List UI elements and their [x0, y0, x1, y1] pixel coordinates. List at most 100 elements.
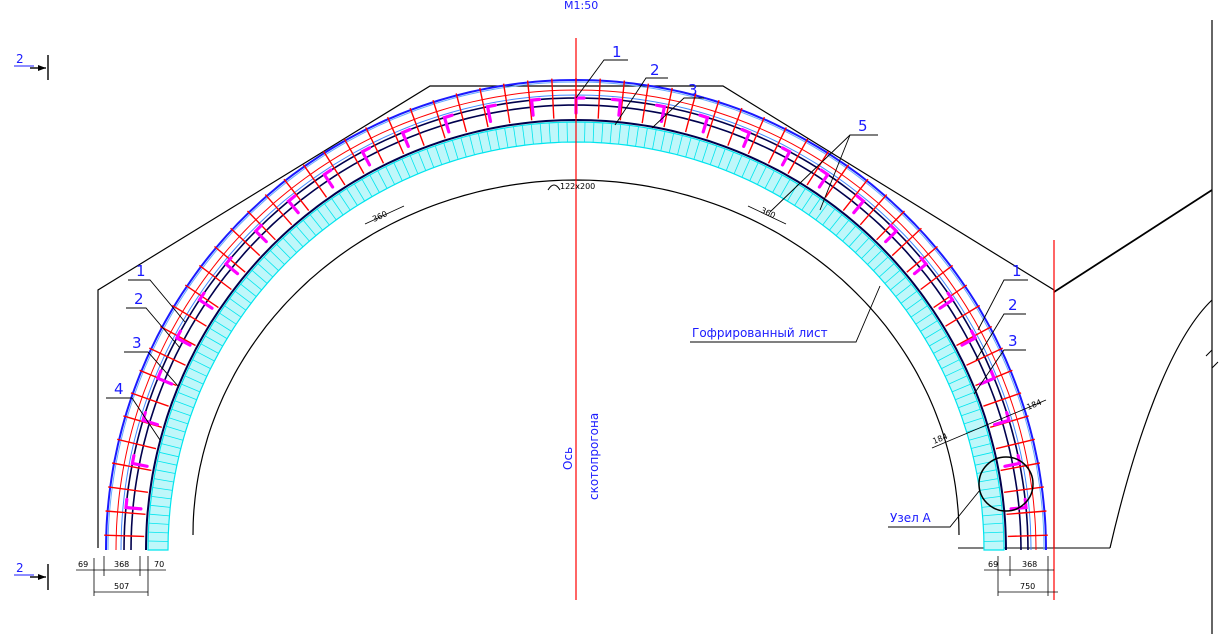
sheet-hatch	[961, 408, 981, 417]
sheet-hatch	[530, 124, 534, 145]
sheet-hatch	[302, 219, 317, 236]
svg-text:1: 1	[1012, 262, 1022, 280]
anchor-hook	[655, 103, 667, 123]
sheet-hatch	[229, 298, 247, 311]
profile-callout: 122х200	[547, 182, 595, 191]
sheet-hatch	[184, 375, 204, 385]
sheet-hatch	[377, 170, 388, 189]
anchor-hook	[698, 113, 710, 134]
callout-left-1: 1	[128, 262, 186, 323]
profile-label: 122х200	[560, 182, 595, 191]
section-mark-bottom: 2	[14, 561, 49, 590]
sheet-hatch	[685, 137, 692, 158]
sheet-hatch	[309, 214, 323, 231]
sheet-hatch	[749, 162, 759, 181]
sheet-hatch	[929, 335, 947, 347]
sheet-hatch	[409, 155, 419, 175]
sheet-hatch	[163, 434, 184, 441]
sheet-hatch	[867, 250, 883, 265]
anchor-hook	[529, 97, 542, 117]
sheet-hatch	[177, 392, 197, 401]
sheet-hatch	[643, 127, 648, 148]
node-label: Узел А	[890, 511, 932, 525]
callout-top-5: 5	[769, 117, 878, 213]
callout-top-3: 3	[651, 81, 704, 129]
rebar-tick	[111, 462, 152, 472]
sheet-hatch	[983, 522, 1004, 525]
svg-text:368: 368	[1022, 560, 1037, 569]
callout-right-1: 1	[977, 262, 1028, 331]
anchor-hook	[286, 194, 300, 215]
sheet-hatch	[295, 225, 310, 242]
anchor-hook	[610, 97, 623, 117]
sheet-hatch	[709, 145, 718, 165]
sheet-hatch	[848, 231, 863, 248]
sheet-hatch	[168, 417, 189, 425]
rebar-tick	[479, 87, 489, 128]
anchor-hook	[978, 369, 997, 386]
rebar-tick	[727, 107, 743, 146]
svg-text:2: 2	[16, 561, 24, 575]
axis-label-2: скотопрогона	[587, 413, 601, 500]
svg-text:3: 3	[132, 334, 142, 352]
anchor-hook	[485, 103, 497, 123]
sheet-hatch	[566, 122, 568, 143]
rebar-tick	[983, 392, 1022, 407]
anchor-hook	[124, 497, 143, 511]
rebar-tick	[283, 178, 310, 212]
callout-top-2: 2	[614, 61, 668, 126]
rebar-tick	[966, 347, 1003, 366]
sheet-hatch	[224, 305, 242, 318]
sheet-hatch	[668, 133, 675, 153]
rebar-tick	[767, 127, 787, 164]
sheet-hatch	[829, 214, 843, 231]
anchor-hook	[197, 291, 214, 310]
sheet-hatch	[513, 126, 517, 147]
sheet-hatch	[522, 125, 526, 146]
callout-top-1: 1	[575, 43, 628, 99]
sheet-hatch	[963, 417, 984, 425]
sheet-hatch	[822, 208, 836, 226]
sheet-hatch	[263, 256, 279, 271]
sheet-hatch	[269, 250, 285, 265]
sheet-hatch	[584, 122, 586, 143]
sheet-hatch	[289, 231, 304, 248]
sheet-hatch	[968, 434, 989, 441]
sheet-hatch	[148, 522, 169, 525]
sheet-hatch	[941, 359, 960, 369]
sheet-hatch	[166, 425, 186, 433]
sheet-hatch	[486, 131, 492, 151]
rebar-tick	[920, 264, 954, 291]
rebar-tick	[322, 150, 346, 186]
sheet-hatch	[757, 166, 767, 185]
anchor-hook	[993, 411, 1012, 427]
rebar-tick	[455, 93, 468, 133]
sheet-hatch	[353, 183, 365, 202]
rebar-tick	[1007, 534, 1048, 538]
sheet-hatch	[346, 188, 358, 206]
sheet-hatch	[159, 451, 179, 458]
rebar-tick	[365, 127, 385, 164]
sheet-hatch	[693, 140, 701, 160]
sheet-hatch	[920, 320, 938, 332]
sheet-hatch	[282, 237, 297, 253]
break-mark	[1205, 348, 1219, 370]
anchor-hook	[140, 411, 159, 427]
rebar-tick	[787, 138, 809, 174]
sheet-hatch	[933, 343, 952, 354]
sheet-hatch	[369, 174, 380, 193]
sheet-hatch	[495, 129, 500, 150]
sheet-hatch	[948, 375, 968, 385]
sheet-hatch	[725, 151, 734, 171]
svg-text:4: 4	[114, 380, 124, 398]
sheet-hatch	[148, 531, 169, 534]
sheet-hatch	[592, 122, 595, 143]
rebar-tick	[806, 150, 830, 186]
svg-text:3: 3	[688, 81, 698, 99]
rebar-tick	[302, 164, 328, 198]
anchor-hook	[130, 454, 149, 468]
sheet-hatch	[982, 513, 1003, 517]
sheet-hatch	[196, 351, 215, 362]
dim-spacing-right: 360	[747, 205, 787, 225]
axis-label-1: Ось	[561, 447, 575, 470]
